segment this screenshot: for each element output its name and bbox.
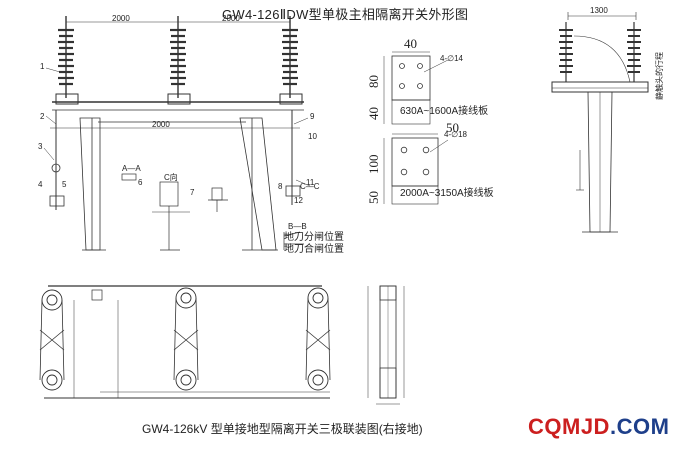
- callout-4: 4: [38, 180, 43, 189]
- large-plate-label: 2000A~3150A接线板: [400, 188, 494, 199]
- large-plate-dim-side-a: 100: [366, 154, 381, 175]
- side-view: [551, 12, 649, 233]
- section-bb-label: B—B: [288, 222, 307, 231]
- large-plate-dim-side-b: 50: [366, 191, 381, 204]
- section-c-label: C向: [164, 173, 178, 182]
- legend-open: 地刀分闸位置: [284, 232, 344, 243]
- dim-center: 2000: [152, 120, 170, 129]
- small-plate-dim-top: 40: [404, 36, 417, 51]
- legend-closed: 地刀合闸位置: [284, 244, 344, 255]
- watermark-domain: .COM: [609, 414, 670, 439]
- callout-8: 8: [278, 182, 283, 191]
- callout-9: 9: [310, 112, 315, 121]
- callout-11: 11: [306, 178, 315, 187]
- small-plate-hole-note: 4-∅14: [440, 54, 463, 63]
- callout-10: 10: [308, 132, 317, 141]
- assembly-title: GW4-126kV 型单接地型隔离开关三极联装图(右接地): [142, 422, 423, 436]
- callout-3: 3: [38, 142, 43, 151]
- front-view: [43, 16, 311, 251]
- insulator-right: [282, 16, 298, 98]
- column-elevation: [367, 285, 405, 405]
- assembly-view: [39, 285, 331, 399]
- dim-span-right: 2000: [222, 14, 240, 23]
- support-frame: [79, 117, 278, 251]
- callout-6: 6: [138, 178, 143, 187]
- callout-5: 5: [62, 180, 67, 189]
- small-plate-dim-side-b: 40: [366, 107, 381, 120]
- insulator-middle: [170, 16, 186, 98]
- side-view-dim-top: 1300: [590, 6, 608, 15]
- section-cc-label: C—C: [300, 182, 320, 191]
- large-plate-drawing: [383, 133, 449, 205]
- dim-span-left: 2000: [112, 14, 130, 23]
- callout-12: 12: [294, 196, 303, 205]
- small-plate-dim-side-a: 80: [366, 75, 381, 88]
- section-views: [121, 173, 304, 251]
- insulator-left: [58, 16, 74, 98]
- watermark-main: CQMJD: [528, 414, 610, 439]
- large-plate-hole-note: 4-∅18: [444, 130, 467, 139]
- small-plate-drawing: [383, 51, 449, 125]
- callout-1: 1: [40, 62, 45, 71]
- side-view-vertical-note: 静触头的行程: [655, 52, 664, 100]
- callout-7: 7: [190, 188, 195, 197]
- site-watermark: CQMJD.COM: [528, 414, 669, 440]
- small-plate-label: 630A~1600A接线板: [400, 106, 489, 117]
- drawing-title: GW4-126ⅡDW型单极主相隔离开关外形图: [222, 7, 469, 22]
- section-aa-label: A—A: [122, 164, 141, 173]
- callout-2: 2: [40, 112, 45, 121]
- large-plate-dim-top: 50: [446, 120, 459, 135]
